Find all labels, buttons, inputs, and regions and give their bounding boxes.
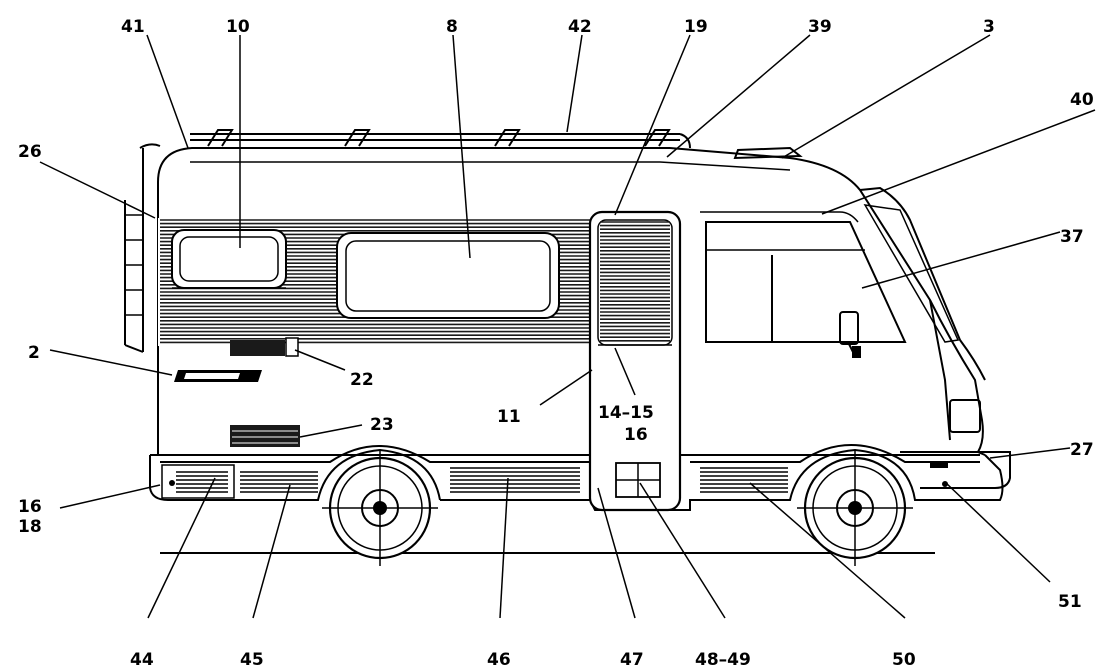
roof-rack	[190, 129, 691, 149]
label-23: 23	[370, 415, 394, 435]
fridge-vent-upper	[230, 337, 299, 357]
cab-window	[705, 221, 907, 343]
label-48-49: 48–49	[695, 650, 751, 670]
side-window	[336, 232, 560, 319]
vehicle-body	[149, 147, 1011, 511]
label-42: 42	[568, 17, 592, 37]
label-11: 11	[497, 407, 521, 427]
label-19: 19	[684, 17, 708, 37]
entry-door	[588, 210, 682, 512]
label-41: 41	[121, 17, 145, 37]
label-27: 27	[1070, 440, 1094, 460]
label-44: 44	[130, 650, 154, 670]
label-22: 22	[350, 370, 374, 390]
label-14-15: 14–15	[598, 403, 654, 423]
label-26: 26	[18, 142, 42, 162]
rear-wheel	[322, 450, 438, 566]
label-16-rear: 16	[18, 497, 42, 517]
label-47: 47	[620, 650, 644, 670]
rear-ladder	[124, 143, 161, 353]
label-37: 37	[1060, 227, 1084, 247]
part-labels: 41 10 8 42 19 39 3 40 26 37 2 22 11 14–1…	[18, 17, 1094, 670]
side-decal	[174, 370, 262, 382]
roof-vent	[733, 146, 803, 160]
fridge-vent-lower	[230, 425, 300, 447]
label-40: 40	[1070, 90, 1094, 110]
label-3: 3	[983, 17, 995, 37]
front-wheel	[797, 450, 913, 566]
label-10: 10	[226, 17, 250, 37]
label-39: 39	[808, 17, 832, 37]
skirt-panels	[161, 464, 788, 499]
label-8: 8	[446, 17, 458, 37]
label-18: 18	[18, 517, 42, 537]
rear-window	[171, 229, 287, 289]
label-2: 2	[28, 343, 40, 363]
label-16-door: 16	[624, 425, 648, 445]
leader-lines	[39, 34, 1096, 619]
label-45: 45	[240, 650, 264, 670]
label-51: 51	[1058, 592, 1082, 612]
label-46: 46	[487, 650, 511, 670]
label-50: 50	[892, 650, 916, 670]
